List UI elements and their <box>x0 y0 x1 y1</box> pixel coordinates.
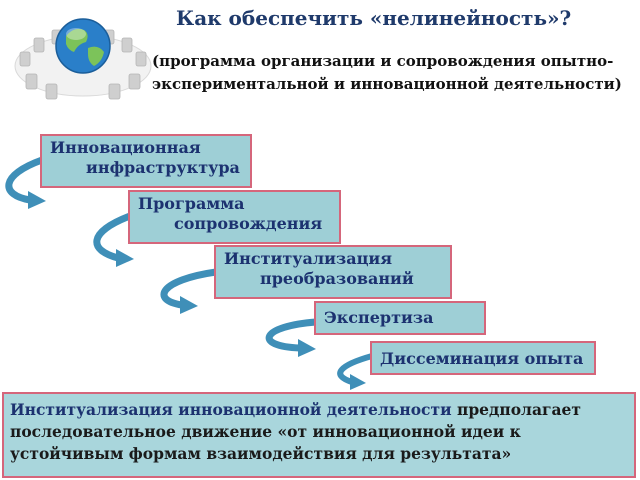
step-line1: Программа <box>138 194 245 213</box>
step-expertise: Экспертиза <box>314 301 486 335</box>
step-line2: преобразований <box>260 269 414 288</box>
step-support-program: Программа сопровождения <box>128 190 341 244</box>
step-institutionalization: Институализация преобразований <box>214 245 452 299</box>
step-dissemination: Диссеминация опыта <box>370 341 596 375</box>
step-line2: инфраструктура <box>86 158 240 177</box>
step-line1: Диссеминация опыта <box>380 349 584 368</box>
curved-arrow-icon-4 <box>265 318 317 357</box>
step-innovation-infrastructure: Инновационная инфраструктура <box>40 134 252 188</box>
step-line1: Экспертиза <box>324 308 434 327</box>
step-line2: сопровождения <box>174 214 323 233</box>
step-line1: Инновационная <box>50 138 201 157</box>
page-subtitle: (программа организации и сопровождения о… <box>152 52 622 93</box>
note-text: предполагает последовательное движение «… <box>10 400 582 463</box>
step-line1: Институализация <box>224 249 393 268</box>
curved-arrow-icon-5 <box>337 353 373 390</box>
summary-note: Институализация инновационной деятельнос… <box>2 392 636 478</box>
note-highlight: Институализация инновационной деятельнос… <box>10 400 452 419</box>
page-title: Как обеспечить «нелинейность»? <box>176 6 572 30</box>
curved-arrow-icon-3 <box>160 268 217 314</box>
globe-logo-icon <box>14 18 152 100</box>
